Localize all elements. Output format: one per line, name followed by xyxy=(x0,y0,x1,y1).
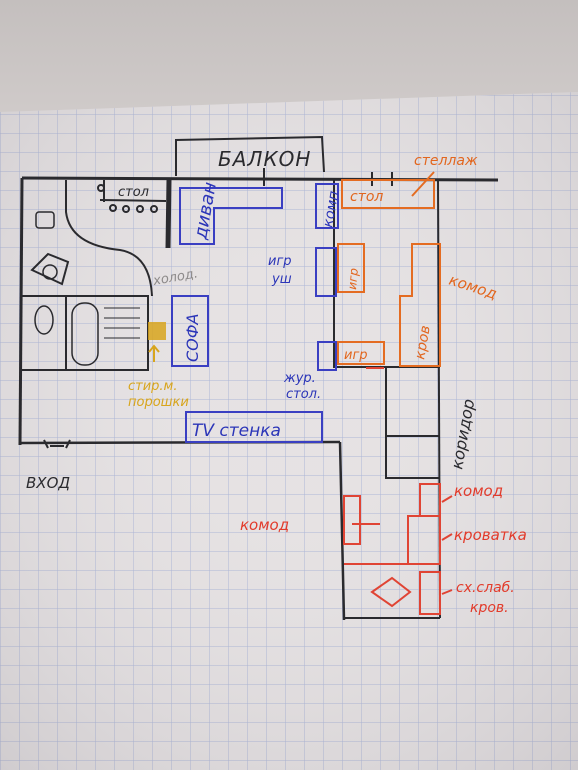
computer-label: комп xyxy=(320,190,342,229)
dresser-bed-outline xyxy=(399,243,441,367)
washer-label: стир.м. xyxy=(128,379,178,394)
toy-box1-label: игр xyxy=(345,267,361,290)
tv-wall-label: TV стенка xyxy=(192,421,281,441)
sofa-label: СОФА xyxy=(183,314,202,362)
dresser-right-label: комод xyxy=(454,482,503,500)
desk-outline xyxy=(341,179,435,209)
sliding-bed-outline xyxy=(419,571,441,615)
sliding-bed-label-1: сх.слаб. xyxy=(456,580,515,596)
rug-diamond xyxy=(370,576,412,608)
shelving-label: стеллаж xyxy=(414,153,478,169)
toys-label-1: игр xyxy=(268,254,292,269)
bed-label: кров xyxy=(412,324,434,360)
desk-label: стол xyxy=(350,189,383,205)
toy-box2-outline xyxy=(337,341,385,365)
coffee-table-label-2: стол. xyxy=(286,387,321,402)
balcony-label: БАЛКОН xyxy=(218,147,311,171)
computer-outline xyxy=(315,183,339,229)
dresser-left-outline xyxy=(343,495,361,545)
washer-block xyxy=(148,322,166,340)
shelving-arrow xyxy=(411,171,435,197)
coffee-table-label-1: жур. xyxy=(283,371,316,386)
divan-outline xyxy=(179,187,283,245)
tv-wall-outline xyxy=(185,411,323,443)
blue-furniture xyxy=(171,183,339,443)
sofa-outline xyxy=(171,295,209,367)
crib-label: кроватка xyxy=(454,526,527,544)
red-furniture xyxy=(343,367,453,615)
kitchen-table-label: стол xyxy=(118,185,149,200)
toy-box2-label: игр xyxy=(344,348,368,363)
sliding-bed-label-2: кров. xyxy=(470,600,509,616)
entrance-label: ВХОД xyxy=(26,474,70,492)
orange-furniture xyxy=(337,171,441,367)
toy-box1-outline xyxy=(337,243,365,293)
coffee-table-outline xyxy=(317,341,337,371)
powders-label: порошки xyxy=(128,395,189,410)
toys-outline xyxy=(315,247,337,297)
toys-label-2: уш xyxy=(271,272,292,287)
dresser-left-label: комод xyxy=(240,516,289,534)
